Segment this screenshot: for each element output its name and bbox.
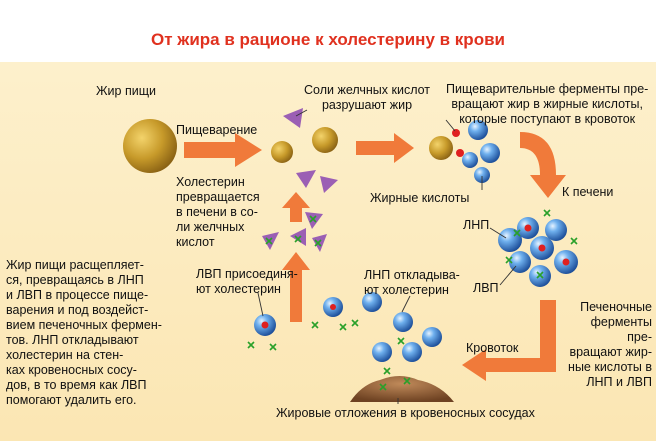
small-fat-blobs (271, 127, 338, 163)
label-diet-fat: Жир пищи (96, 84, 156, 98)
label-digestion: Пищеварение (176, 123, 258, 137)
hdl-spheres (254, 297, 343, 336)
to-bloodstream-arrow (356, 133, 414, 163)
label-bile-salts: Соли желчных кислот разрушают жир (304, 83, 431, 112)
vessel-deposit-mound (350, 376, 454, 402)
ldl-spheres (362, 292, 442, 362)
label-liver-enzymes: Печеночные ферменты пре- вращают жир- ны… (568, 300, 652, 389)
label-fatty-acids: Жирные кислоты (370, 191, 470, 205)
pointer-lines (257, 109, 517, 404)
label-bloodstream: Кровоток (466, 341, 519, 355)
bloodstream-arrow (462, 300, 556, 381)
label-enzymes: Пищеварительные ферменты пре- вращают жи… (446, 82, 649, 126)
hdl-crosses (247, 321, 347, 351)
fatty-acid-cluster (429, 120, 500, 183)
recycle-up-arrow-top (282, 192, 310, 222)
label-vessel-deposits: Жировые отложения в кровеносных сосудах (276, 406, 535, 420)
label-cholesterol-liver: Холестерин превращается в печени в со- л… (176, 175, 260, 249)
label-to-liver: К печени (562, 185, 614, 199)
recycle-up-arrow (282, 252, 310, 322)
label-hdl: ЛВП (473, 281, 499, 295)
lipoprotein-crosses (505, 209, 578, 279)
label-ldl-deposit: ЛНП откладыва- ют холестерин (364, 268, 460, 297)
label-hdl-attach: ЛВП присоединя- ют холестерин (196, 267, 298, 296)
digestion-arrow (184, 133, 262, 167)
triangle-crosses (265, 215, 322, 247)
left-description-text: Жир пищи расщепляет- ся, превращаясь в Л… (6, 258, 162, 407)
label-ldl: ЛНП (463, 218, 490, 232)
page-title: От жира в рационе к холестерину в крови (151, 30, 505, 49)
bile-salt-triangles (283, 108, 338, 193)
ldl-crosses (351, 319, 405, 375)
diet-fat-blob (123, 119, 177, 173)
to-liver-arrow (520, 132, 566, 198)
